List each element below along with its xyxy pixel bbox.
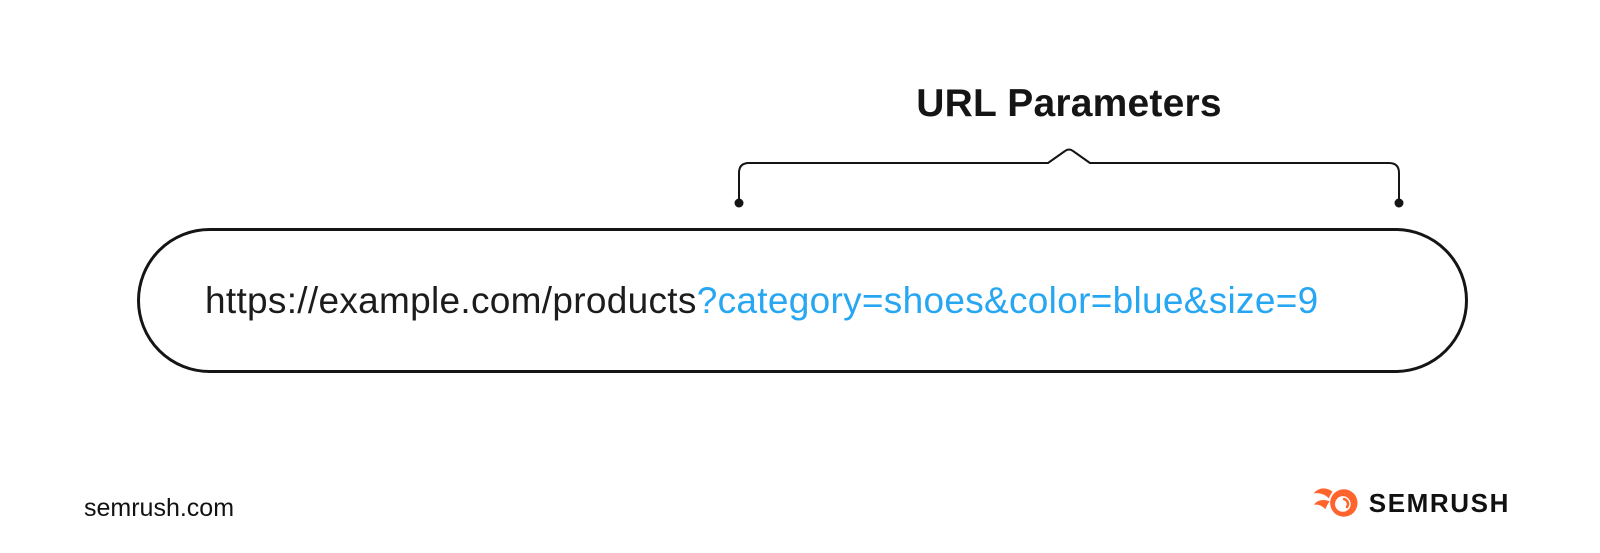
curly-brace-annotation-icon: [734, 148, 1404, 208]
semrush-fireball-icon: [1313, 488, 1358, 517]
semrush-logo: SEMRUSH: [1313, 486, 1510, 520]
url-parameters-text: ?category=shoes&color=blue&size=9: [696, 279, 1319, 321]
url-text: https://example.com/products?category=sh…: [205, 280, 1319, 322]
fireball-lower-flame: [1313, 500, 1330, 510]
url-bar: https://example.com/products?category=sh…: [137, 228, 1468, 373]
fireball-upper-flame: [1313, 488, 1333, 499]
brace-path: [738, 148, 1400, 201]
diagram-title: URL Parameters: [916, 82, 1222, 125]
brace-left-endpoint-dot: [734, 198, 744, 208]
brace-right-endpoint-dot: [1394, 198, 1404, 208]
url-base-text: https://example.com/products: [205, 279, 697, 321]
semrush-wordmark: SEMRUSH: [1368, 487, 1510, 518]
fireball-highlight-arc: [1342, 497, 1350, 509]
footer-site-url: semrush.com: [84, 494, 235, 522]
